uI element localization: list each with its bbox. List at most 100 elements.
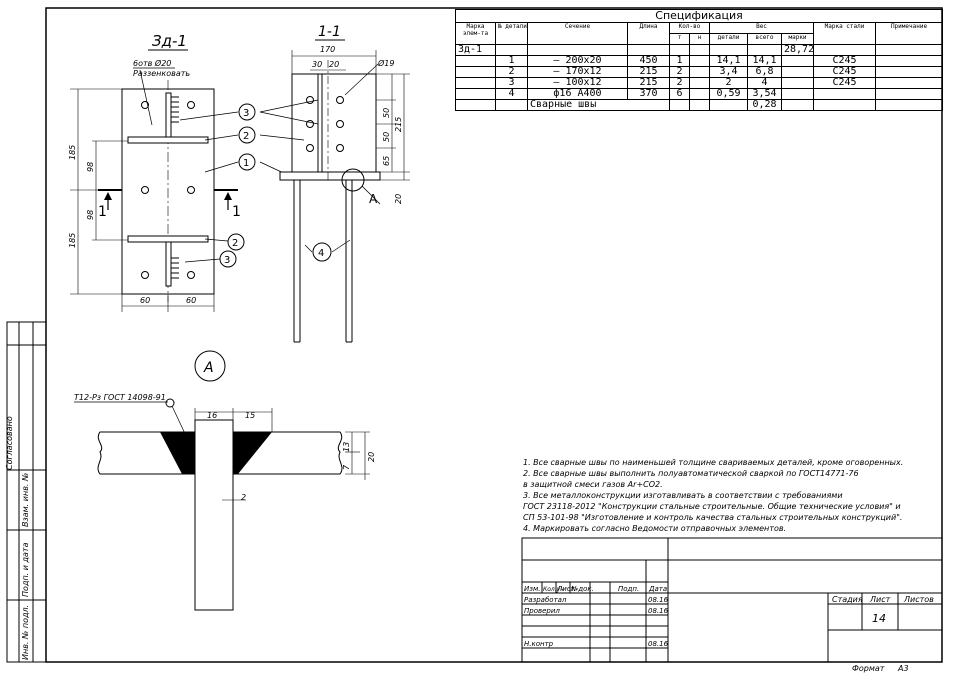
dim-front-h1: 185 — [68, 145, 77, 160]
side-plate — [279, 50, 410, 343]
spec-row-wpart: 14,1 — [709, 55, 748, 67]
spec-row-length: 215 — [627, 66, 670, 78]
stamp-h-ndoc: №док. — [570, 585, 594, 593]
spec-welds-weight: 0,28 — [747, 99, 782, 111]
table-row: Зд-1 28,72 — [455, 44, 943, 56]
spec-element-weight: 28,72 — [781, 44, 814, 56]
spec-row-section: – 200x20 — [527, 55, 628, 67]
detail-a-label-circle — [194, 350, 226, 382]
spec-row-wtotal: 3,54 — [747, 88, 782, 100]
side-stamp-replace: Взам. инв. № — [21, 473, 30, 527]
spec-col-section: Сечение — [527, 22, 628, 45]
spec-row-qty: 2 — [669, 66, 690, 78]
stamp-h-koluch: Кол.уч — [543, 586, 564, 593]
stamp-role-checked: Проверил — [524, 607, 560, 615]
dim-front-h4: 185 — [68, 233, 77, 248]
stamp-format-value: А3 — [897, 664, 909, 673]
front-holes-note: 6отв Ø20 — [133, 58, 171, 68]
spec-row-wtotal: 6,8 — [747, 66, 782, 78]
note-line-2: 2. Все сварные швы выполнить полуавтомат… — [523, 469, 859, 478]
note-line-7: 4. Маркировать согласно Ведомости отправ… — [523, 524, 787, 533]
stamp-date-ncontrol: 08.16 — [648, 640, 669, 648]
stamp-h-izm: Изм. — [524, 585, 540, 593]
spec-row-wtotal: 4 — [747, 77, 782, 89]
weld-symbol — [165, 398, 175, 408]
spec-row-steel: С245 — [813, 55, 876, 67]
table-row: 2 – 170x12 215 2 3,4 6,8 С245 — [455, 66, 943, 78]
stamp-h-list: Лист — [556, 585, 576, 593]
front-view-title: Зд-1 — [152, 32, 187, 50]
dim-side-v2: 50 — [382, 132, 391, 142]
spec-row-num: 2 — [495, 66, 528, 78]
stamp-sheet-value: 14 — [872, 612, 886, 625]
table-row: 4 ф16 А400 370 6 0,59 3,54 — [455, 88, 943, 100]
detail-a-drawing — [97, 408, 370, 611]
side-stamp-inv: Инв. № подл. — [21, 605, 30, 660]
spec-row-wpart: 2 — [709, 77, 748, 89]
callout-3-top: 3 — [243, 108, 249, 119]
spec-col-steel: Марка стали — [813, 22, 876, 45]
stamp-sheet-label: Лист — [869, 595, 891, 604]
front-plate — [70, 80, 238, 312]
dim-front-w2: 60 — [186, 296, 196, 305]
section-arrow-left — [104, 192, 112, 200]
spec-row-length: 370 — [627, 88, 670, 100]
table-row: Сварные швы 0,28 — [455, 99, 943, 111]
dim-side-top: 170 — [320, 45, 335, 54]
table-row: 1 – 200x20 450 1 14,1 14,1 С245 — [455, 55, 943, 67]
note-line-6: СП 53-101-98 "Изготовление и контроль ка… — [523, 513, 903, 522]
callout-leaders — [179, 99, 351, 263]
dim-front-w1: 60 — [140, 296, 150, 305]
dim-side-v3: 65 — [382, 156, 391, 166]
detail-a-callout: А — [369, 192, 378, 206]
callout-2-bottom: 2 — [232, 238, 238, 249]
note-line-3: в защитной смеси газов Аr+СО2. — [523, 480, 663, 489]
spec-row-section: ф16 А400 — [527, 88, 628, 100]
stamp-sheets-label: Листов — [903, 595, 934, 604]
spec-row-qty: 2 — [669, 77, 690, 89]
stamp-stage-label: Стадия — [832, 595, 863, 604]
spec-col-length: Длина — [627, 22, 670, 45]
spec-row-num: 1 — [495, 55, 528, 67]
stamp-h-podp: Подп. — [618, 585, 639, 593]
note-line-1: 1. Все сварные швы по наименьшей толщине… — [523, 458, 904, 467]
stamp-date-checked: 08.16 — [648, 607, 669, 615]
stamp-h-data: Дата — [648, 585, 667, 593]
title-block — [521, 537, 943, 663]
spec-row-wpart: 0,59 — [709, 88, 748, 100]
dim-side-v1: 50 — [382, 108, 391, 118]
callout-1: 1 — [243, 158, 249, 169]
spec-row-section: – 170x12 — [527, 66, 628, 78]
spec-row-steel: С245 — [813, 66, 876, 78]
spec-sub-t: т — [669, 33, 690, 45]
spec-row-length: 215 — [627, 77, 670, 89]
spec-col-part: № детали — [495, 22, 528, 45]
stamp-format-label: Формат — [852, 664, 885, 673]
spec-row-section: – 100x12 — [527, 77, 628, 89]
dim-detail-7: 7 — [342, 464, 351, 470]
callout-4: 4 — [318, 248, 324, 259]
note-line-5: ГОСТ 23118-2012 "Конструкции стальные ст… — [523, 502, 901, 511]
weld-note: Т12-Рз ГОСТ 14098-91 — [74, 393, 166, 402]
specification-table: Спецификация Марка элем-та № детали Сече… — [455, 9, 943, 111]
spec-col-note: Примечание — [875, 22, 943, 45]
dim-detail-2: 2 — [241, 493, 246, 502]
dim-side-v4: 20 — [394, 194, 403, 204]
front-holes — [141, 101, 195, 279]
spec-col-mark: Марка элем-та — [455, 22, 496, 45]
dim-detail-16: 16 — [207, 411, 217, 420]
dim-detail-15: 15 — [245, 411, 255, 420]
spec-sub-part: детали — [709, 33, 748, 45]
callout-circles — [219, 103, 332, 268]
dim-front-h3: 98 — [86, 210, 95, 220]
dim-side-dia: Ø19 — [377, 58, 394, 68]
spec-row-qty: 1 — [669, 55, 690, 67]
dim-detail-20: 20 — [367, 452, 376, 462]
side-stamp — [6, 321, 47, 663]
side-stamp-agreed: Согласовано — [5, 416, 14, 470]
side-holes — [306, 96, 344, 152]
stamp-role-ncontrol: Н.контр — [524, 640, 554, 648]
note-line-4: 3. Все металлоконструкции изготавливать … — [523, 491, 843, 500]
detail-a-marker — [341, 168, 365, 192]
